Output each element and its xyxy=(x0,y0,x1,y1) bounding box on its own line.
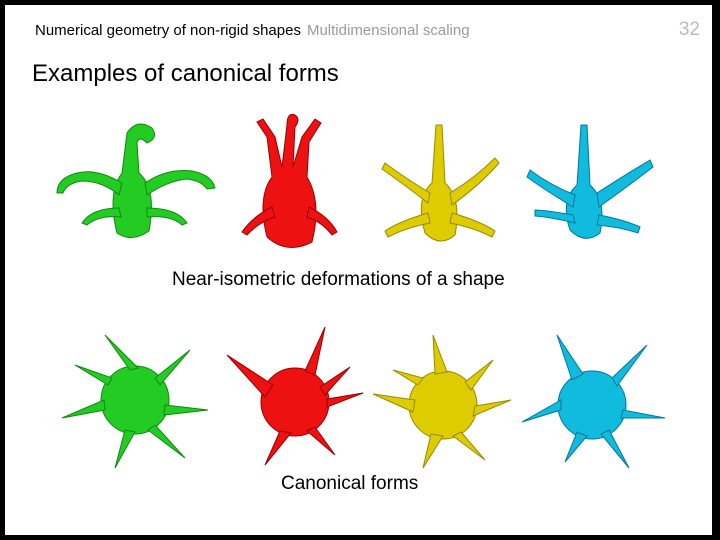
slide: Numerical geometry of non-rigid shapes Mu… xyxy=(5,5,712,535)
canonical-form-green xyxy=(61,334,209,469)
canonical-form-yellow xyxy=(373,334,512,469)
canonical-form-red xyxy=(226,327,364,466)
deformed-shape-cyan xyxy=(526,124,654,239)
caption-deformations: Near-isometric deformations of a shape xyxy=(172,269,505,290)
caption-canonical: Canonical forms xyxy=(281,473,419,494)
deformed-shape-yellow xyxy=(381,124,500,242)
slide-title: Examples of canonical forms xyxy=(32,60,339,87)
canonical-form-cyan xyxy=(521,334,666,469)
section-title: Multidimensional scaling xyxy=(306,22,470,39)
page-number: 32 xyxy=(678,19,700,40)
course-title: Numerical geometry of non-rigid shapes xyxy=(35,22,301,39)
slide-header: Numerical geometry of non-rigid shapes Mu… xyxy=(35,22,470,39)
deformed-shape-red xyxy=(241,114,338,248)
deformed-shape-green xyxy=(56,123,216,238)
